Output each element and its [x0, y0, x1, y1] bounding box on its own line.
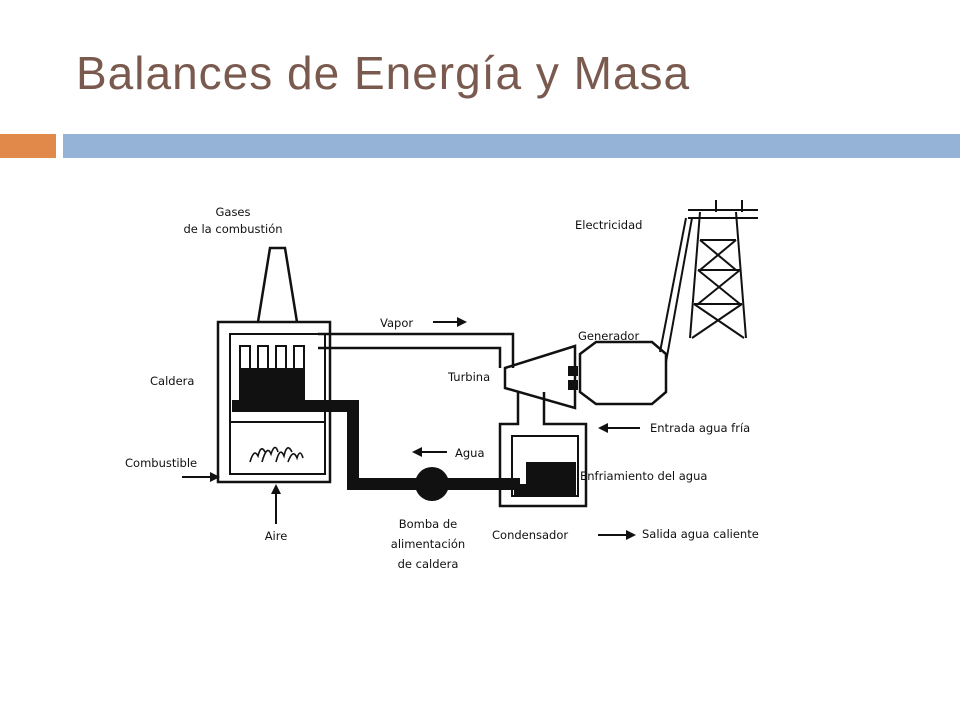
- label-caldera: Caldera: [150, 374, 194, 388]
- label-entrada-agua-fria: Entrada agua fría: [650, 421, 750, 435]
- boiler: [216, 320, 332, 484]
- label-enfriamiento: Enfriamiento del agua: [580, 469, 707, 483]
- label-electricidad: Electricidad: [575, 218, 642, 232]
- generator: [578, 340, 668, 406]
- transmission-tower-icon: [688, 200, 758, 339]
- power-line: [659, 217, 693, 363]
- label-generador: Generador: [578, 329, 639, 343]
- label-bomba-1: Bomba de: [399, 517, 458, 531]
- flame-icon: [249, 446, 304, 463]
- title-accent-bar-orange: [0, 134, 56, 158]
- chimney: [256, 246, 299, 323]
- turbine: [503, 344, 578, 410]
- label-aire: Aire: [265, 529, 288, 543]
- label-vapor: Vapor: [380, 316, 413, 330]
- label-gases-1: Gases: [215, 205, 250, 219]
- label-agua: Agua: [455, 446, 485, 460]
- title-accent-bar-blue: [63, 134, 960, 158]
- diagram-labels: Gases de la combustión Electricidad Vapo…: [125, 205, 759, 571]
- label-bomba-3: de caldera: [398, 557, 459, 571]
- condenser: [498, 392, 588, 508]
- feedwater-pipe: [318, 400, 520, 501]
- slide-title: Balances de Energía y Masa: [76, 47, 691, 99]
- steam-pipe: [318, 332, 515, 368]
- label-condensador: Condensador: [492, 528, 568, 542]
- feed-pump-icon: [415, 467, 449, 501]
- label-salida-agua-caliente: Salida agua caliente: [642, 527, 759, 541]
- label-gases-2: de la combustión: [183, 222, 282, 236]
- label-turbina: Turbina: [447, 370, 490, 384]
- label-bomba-2: alimentación: [391, 537, 465, 551]
- label-combustible: Combustible: [125, 456, 197, 470]
- flow-arrows: [182, 317, 640, 540]
